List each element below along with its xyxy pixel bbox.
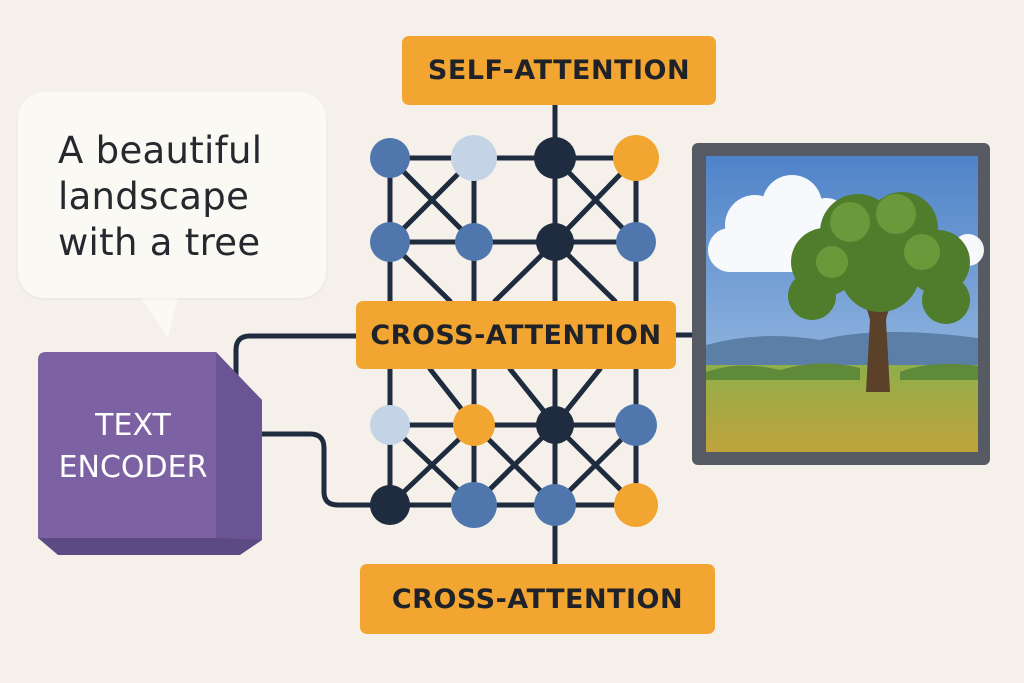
node xyxy=(370,222,410,262)
node xyxy=(615,404,657,446)
node xyxy=(451,482,497,528)
text-encoder-block xyxy=(38,352,262,555)
encoder-to-bottom-network-link xyxy=(241,431,393,508)
node xyxy=(614,483,658,527)
bottom-network-nodes xyxy=(370,404,658,528)
encoder-to-cross-attention-link xyxy=(233,333,359,383)
cross-attention-label: CROSS-ATTENTION xyxy=(391,583,684,615)
node xyxy=(534,484,576,526)
speech-bubble-tail xyxy=(140,296,178,338)
node xyxy=(370,405,410,445)
bushes-right xyxy=(900,364,978,380)
node xyxy=(616,222,656,262)
node xyxy=(534,137,576,179)
output-image xyxy=(692,143,990,465)
prompt-text: A beautiful landscape with a tree xyxy=(58,129,263,264)
node xyxy=(453,404,495,446)
top-network-nodes xyxy=(370,135,659,262)
node xyxy=(370,485,410,525)
bottom-network-links xyxy=(387,366,639,567)
top-network-links xyxy=(387,102,639,304)
node xyxy=(536,223,574,261)
distant-hills xyxy=(706,331,978,370)
text-encoder-label: TEXT ENCODER xyxy=(38,405,228,489)
node xyxy=(370,138,410,178)
bushes xyxy=(706,363,860,380)
node xyxy=(536,406,574,444)
self-attention-label: SELF-ATTENTION xyxy=(427,55,691,86)
self-attention-block: SELF-ATTENTION xyxy=(402,36,716,105)
node xyxy=(451,135,497,181)
tree-trunk xyxy=(850,286,904,392)
cross-attention-block-middle: CROSS-ATTENTION xyxy=(356,301,676,369)
text-encoder-label-line2: ENCODER xyxy=(58,450,208,485)
prompt-speech-bubble xyxy=(18,92,326,298)
text-encoder-label-line1: TEXT xyxy=(95,408,171,443)
node xyxy=(455,223,493,261)
cross-attention-label: CROSS-ATTENTION xyxy=(370,319,662,351)
cross-attention-block-bottom: CROSS-ATTENTION xyxy=(360,564,715,634)
connectors xyxy=(233,332,697,508)
node xyxy=(613,135,659,181)
